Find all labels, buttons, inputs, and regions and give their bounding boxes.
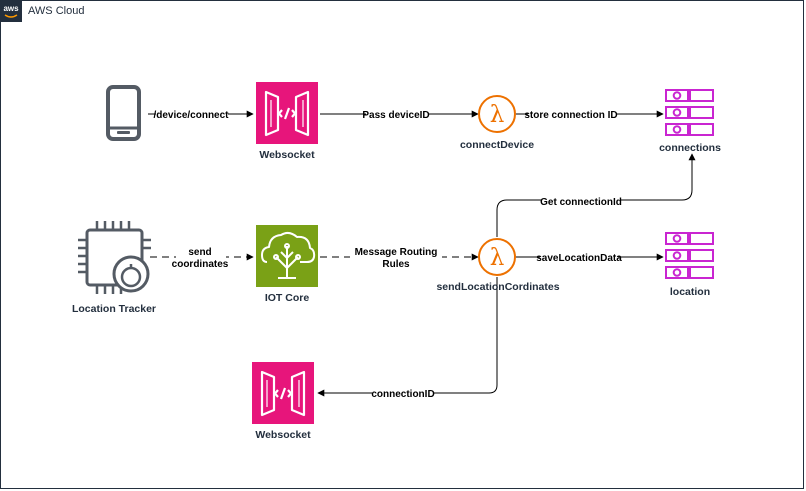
mobile-phone-icon[interactable]	[106, 85, 141, 141]
label-message-routing-1: Message Routing	[355, 247, 438, 258]
iot-core-label: IOT Core	[265, 292, 309, 304]
send-location-node[interactable]: λ sendLocationCordinates	[436, 238, 560, 293]
label-connection-id: connectionID	[371, 389, 434, 400]
dynamodb-table-icon	[665, 232, 714, 279]
edge-labels: /device/connect Pass deviceID store conn…	[153, 108, 622, 400]
iot-device-chip-icon	[78, 221, 151, 294]
location-node[interactable]: location	[665, 232, 714, 298]
label-store-connection-id: store connection ID	[524, 110, 617, 121]
websocket-bottom-node[interactable]: Websocket	[252, 362, 314, 441]
label-send-coordinates-1: send	[188, 247, 211, 258]
label-save-location-data: saveLocationData	[536, 253, 622, 264]
aws-cloud-title: AWS Cloud	[28, 5, 84, 17]
iot-core-node[interactable]: IOT Core	[256, 225, 318, 304]
connections-node[interactable]: connections	[659, 89, 721, 154]
lambda-icon	[478, 238, 516, 276]
label-pass-device-id: Pass deviceID	[362, 110, 429, 121]
lambda-icon	[478, 95, 516, 133]
connect-device-label: connectDevice	[460, 139, 534, 151]
send-location-label: sendLocationCordinates	[436, 281, 559, 293]
edge-connection-id	[317, 277, 498, 397]
connections-label: connections	[659, 142, 721, 154]
aws-logo-icon: aws	[0, 0, 22, 22]
label-send-coordinates-2: coordinates	[172, 259, 229, 270]
websocket-top-node[interactable]: Websocket	[256, 82, 318, 161]
svg-text:λ: λ	[490, 102, 505, 128]
websocket-bottom-label: Websocket	[255, 429, 311, 441]
svg-text:λ: λ	[490, 245, 505, 271]
connect-device-node[interactable]: λ connectDevice	[460, 95, 534, 151]
location-tracker-node[interactable]: Location Tracker	[72, 221, 156, 315]
label-get-connection-id: Get connectionId	[540, 197, 622, 208]
label-message-routing-2: Rules	[382, 259, 410, 270]
websocket-top-label: Websocket	[259, 149, 315, 161]
svg-text:aws: aws	[3, 4, 19, 13]
label-device-connect: /device/connect	[153, 110, 229, 121]
location-label: location	[670, 286, 710, 298]
dynamodb-table-icon	[665, 89, 714, 136]
location-tracker-label: Location Tracker	[72, 303, 156, 315]
